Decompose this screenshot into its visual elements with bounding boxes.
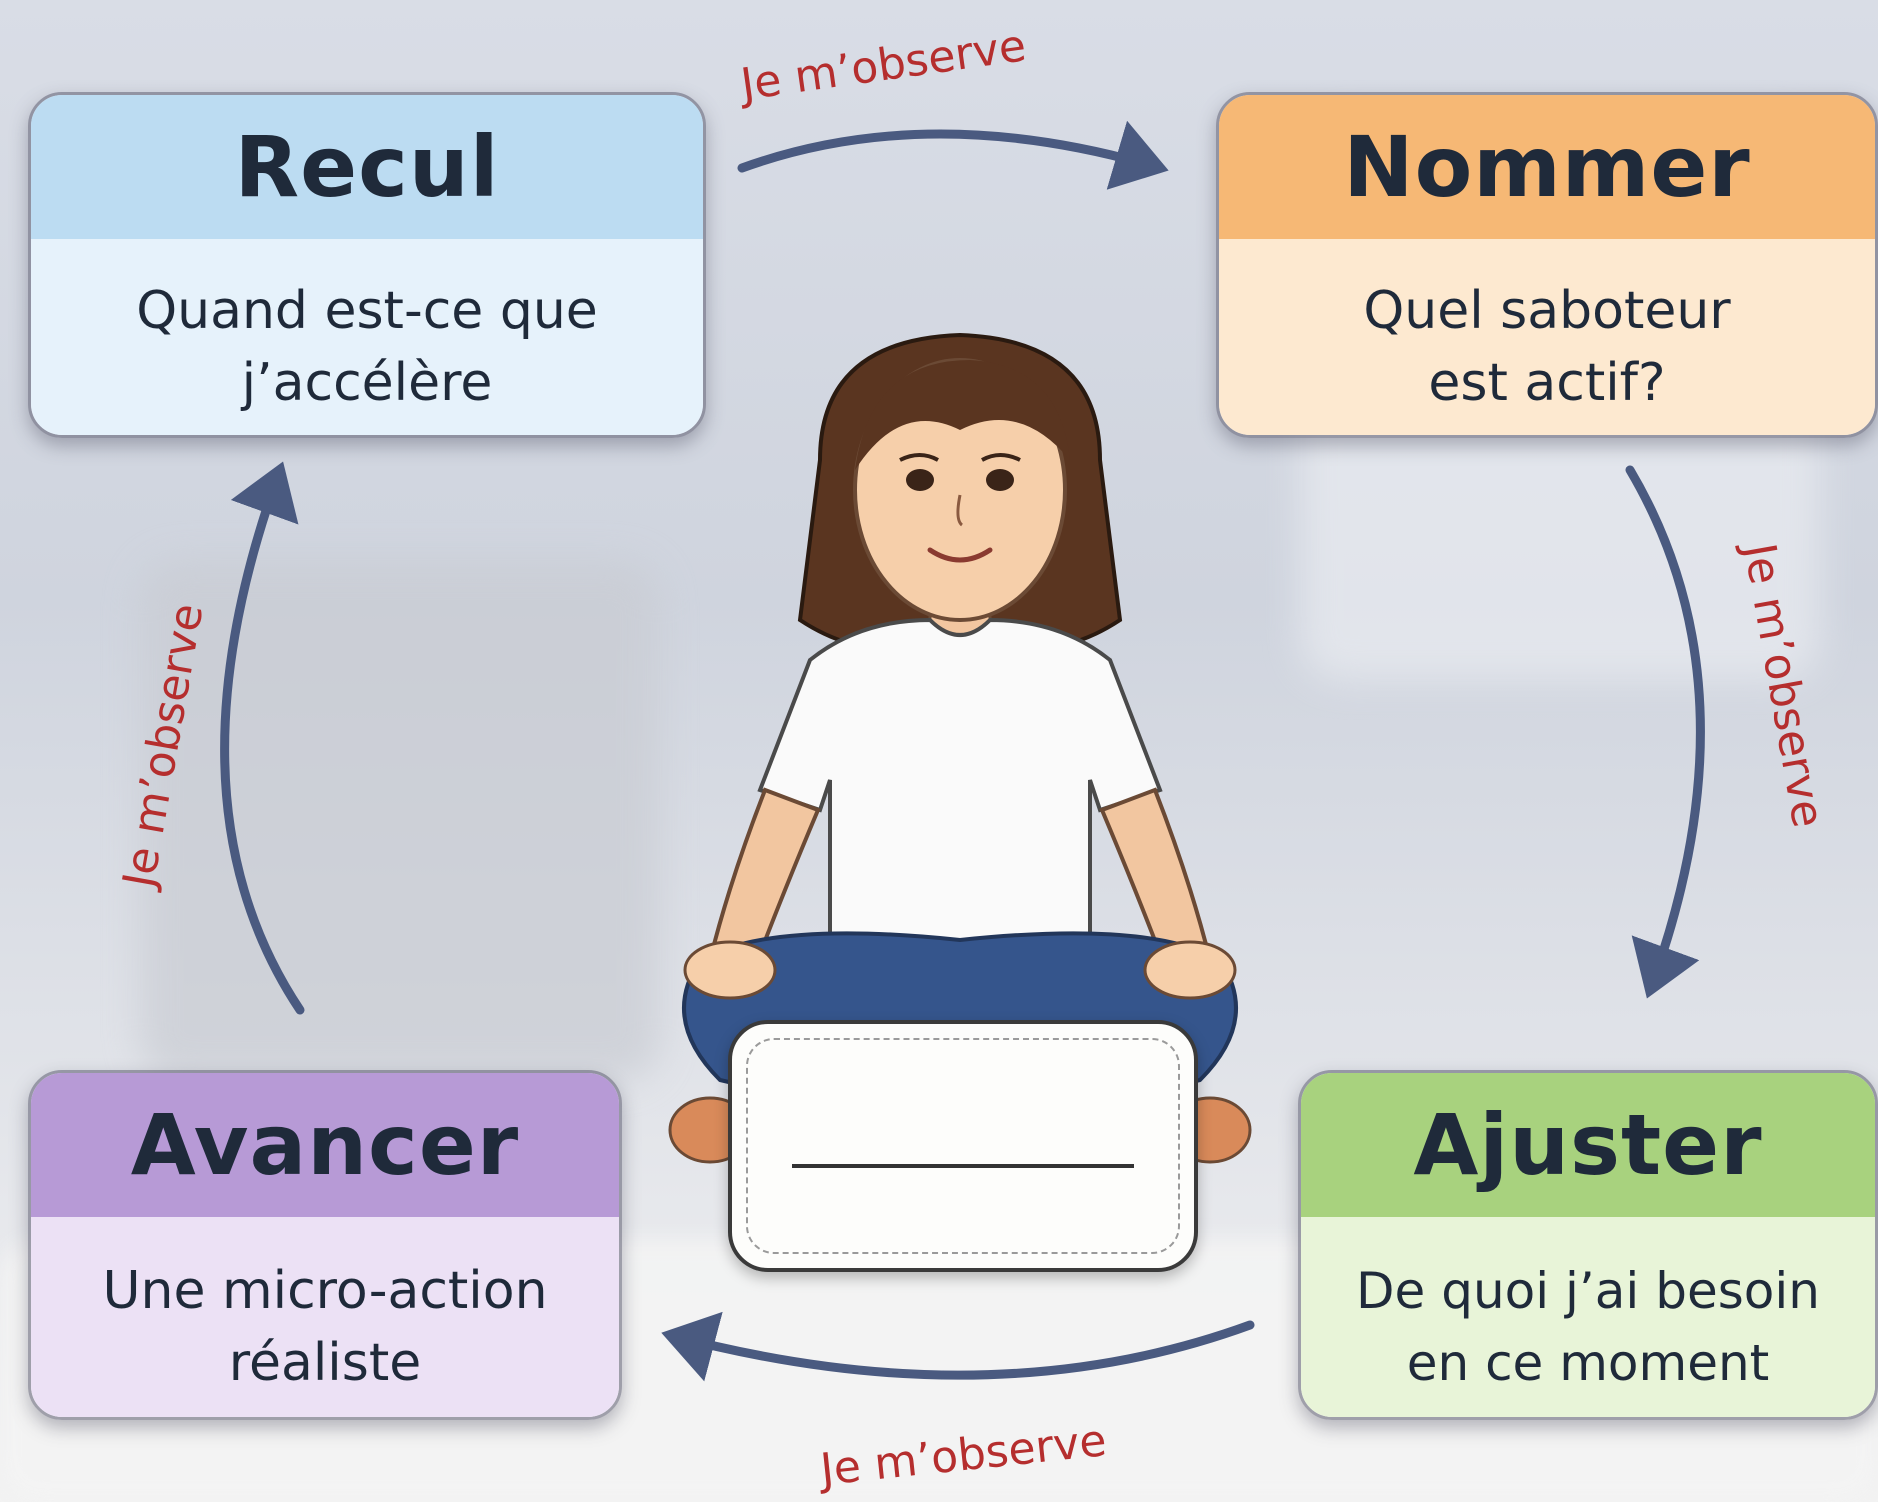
card-nommer: Nommer Quel saboteur est actif? [1216, 92, 1878, 438]
card-ajuster-title: Ajuster [1301, 1073, 1875, 1217]
card-recul-title: Recul [31, 95, 703, 239]
card-nommer-text: Quel saboteur est actif? [1219, 239, 1875, 435]
card-ajuster-text: De quoi j’ai besoin en ce moment [1301, 1217, 1875, 1417]
card-recul-text: Quand est-ce que j’accélère [31, 239, 703, 435]
card-recul: Recul Quand est-ce que j’accélère [28, 92, 706, 438]
blank-note-card [728, 1020, 1198, 1272]
card-avancer: Avancer Une micro-action réaliste [28, 1070, 622, 1420]
blank-note-line [792, 1164, 1134, 1168]
card-avancer-title: Avancer [31, 1073, 619, 1217]
arrow-right [1625, 465, 1705, 999]
arrow-bottom [661, 1311, 1255, 1382]
card-nommer-title: Nommer [1219, 95, 1875, 239]
card-avancer-text: Une micro-action réaliste [31, 1217, 619, 1417]
card-ajuster: Ajuster De quoi j’ai besoin en ce moment [1298, 1070, 1878, 1420]
arrow-top [737, 120, 1169, 190]
arrow-left [220, 461, 305, 1015]
blank-note-inner-border [746, 1038, 1180, 1254]
